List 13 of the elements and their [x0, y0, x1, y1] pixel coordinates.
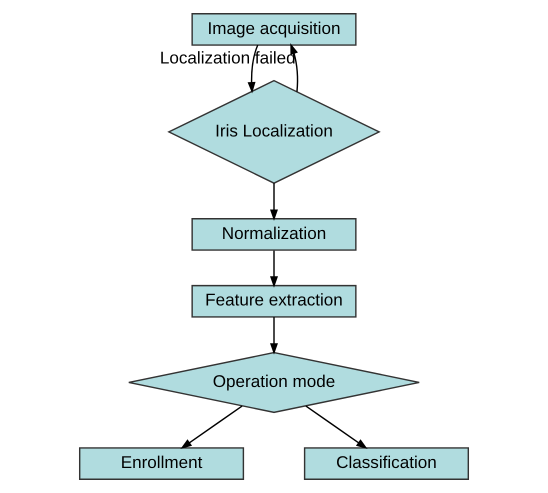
node-box: Feature extraction: [191, 284, 357, 318]
arrow: [180, 406, 242, 450]
node-diamond: Operation mode: [128, 352, 420, 414]
arrow: [248, 44, 258, 94]
node-box: Image acquisition: [191, 13, 357, 46]
node-box: Classification: [304, 447, 470, 480]
node-box: Enrollment: [78, 447, 244, 480]
edge-label: Localization failed: [160, 48, 296, 68]
arrow: [270, 183, 278, 221]
arrow: [270, 250, 278, 288]
arrow: [306, 406, 368, 450]
arrow: [270, 317, 278, 355]
node-box: Normalization: [191, 218, 357, 251]
